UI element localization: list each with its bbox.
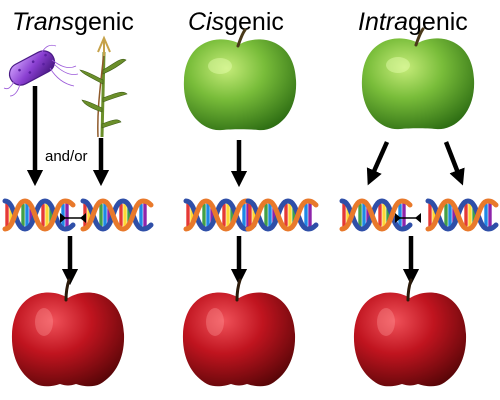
red-apple-icon <box>181 278 297 388</box>
arrow-icon <box>366 141 390 186</box>
dna-helix-icon <box>5 201 73 229</box>
green-apple-icon <box>360 27 476 131</box>
title-intragenic: Intragenic <box>358 8 468 37</box>
title-transgenic-prefix: Trans <box>12 8 75 36</box>
arrow-icon <box>443 141 465 186</box>
and-or-label: and/or <box>45 148 88 165</box>
dna-helix-icon <box>248 201 316 229</box>
title-cisgenic-suffix: genic <box>224 8 284 36</box>
green-apple-icon <box>182 28 298 132</box>
red-apple-icon <box>352 278 468 388</box>
title-intragenic-suffix: genic <box>408 8 468 36</box>
bacterium-icon <box>3 44 79 97</box>
title-intragenic-prefix: Intra <box>358 8 409 36</box>
corn-plant-icon <box>79 35 128 138</box>
dna-helix-icon <box>83 201 151 229</box>
title-transgenic-suffix: genic <box>74 8 134 36</box>
title-transgenic: Transgenic <box>12 8 134 37</box>
red-apple-icon <box>10 278 126 388</box>
dna-helix-icon <box>428 201 496 229</box>
dna-helix-icon <box>186 201 254 229</box>
dna-helix-icon <box>342 201 410 229</box>
title-cisgenic-prefix: Cis <box>188 8 225 36</box>
title-cisgenic: Cisgenic <box>188 8 284 37</box>
